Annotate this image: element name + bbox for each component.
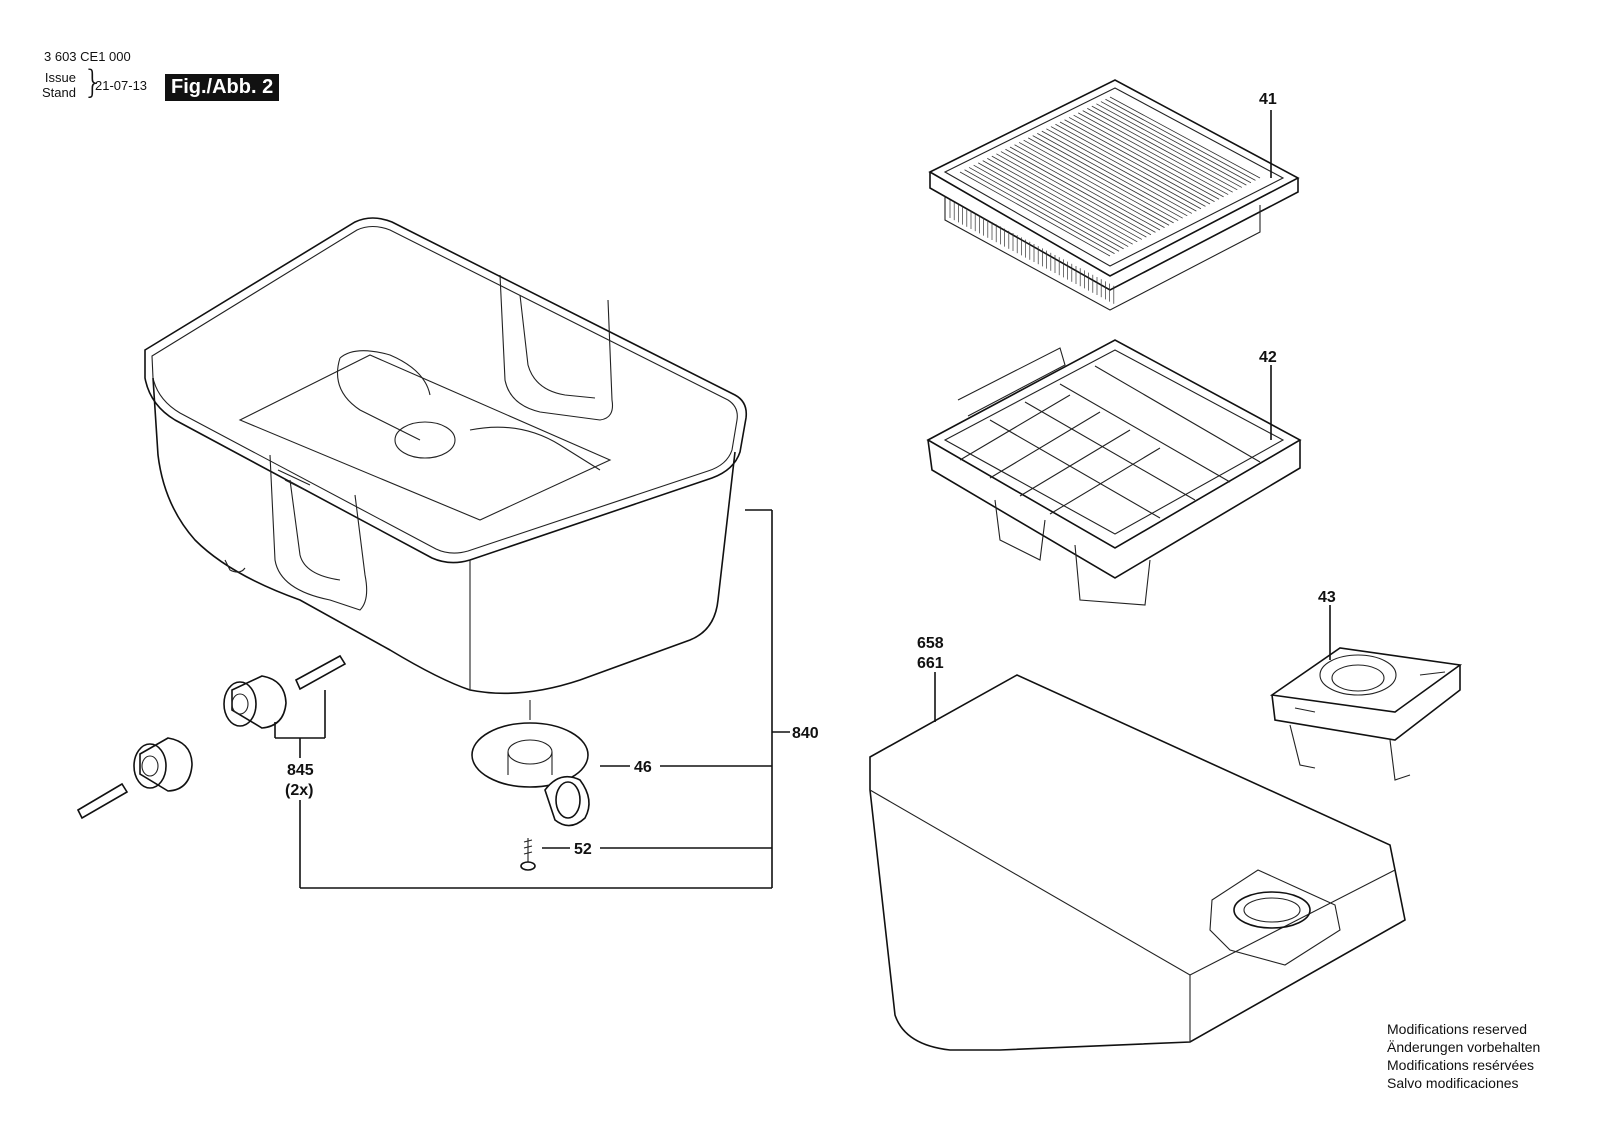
filter-pleat-line [1068,117,1220,200]
filter-pleat-line [1064,119,1215,202]
issue-label: Issue [44,70,76,85]
caster-wheel-part [471,700,590,827]
callout-43: 43 [1318,589,1336,606]
filter-pleat-line [1077,112,1229,195]
leader-lines [274,110,1331,889]
filter-pleat-line [1109,96,1261,179]
filter-pleat-line [1023,139,1174,224]
modifications-line-de: Änderungen vorbehalten [1387,1039,1541,1055]
filter-pleat-line [1041,130,1193,214]
filter-pleat-line [1050,126,1202,210]
filter-pleat-line [1055,123,1206,207]
filter-frame-part [926,339,1302,606]
modifications-line-en: Modifications reserved [1387,1021,1528,1037]
filter-pleat-line [959,171,1111,257]
filter-pleat-line [1082,110,1233,193]
filter-pleat-line [1087,108,1238,191]
filter-pleat-line [1046,128,1197,212]
dust-container-part [144,217,748,695]
filter-pleat-line [1018,142,1170,226]
modifications-line-es: Salvo modificaciones [1387,1075,1519,1091]
callout-46: 46 [634,759,652,776]
callout-661: 661 [917,655,944,672]
callout-658: 658 [917,635,944,652]
filter-pleat-line [1000,151,1152,236]
pleated-filter-part [928,79,1300,311]
filter-pleat-line [1037,133,1188,217]
filter-pleat-line [1091,105,1243,188]
filter-pleat-line [982,160,1133,245]
callout-845-quantity: (2x) [285,782,313,799]
filter-pleat-line [1073,114,1224,198]
filter-pleat-line [1009,146,1161,231]
filter-pleat-line [968,167,1120,252]
issue-date: 21-07-13 [95,78,148,93]
filter-pleat-line [987,158,1138,243]
modifications-notice: Modifications reserved Änderungen vorbeh… [1387,1020,1540,1092]
callout-42: 42 [1259,349,1277,366]
filter-pleat-line [964,169,1115,254]
filter-pleat-line [977,162,1129,247]
screw-part [520,838,536,871]
filter-pleat-line [1027,137,1179,221]
filter-pleat-line [1059,121,1211,205]
filter-pleat-line [1032,135,1183,219]
filter-pleat-line [1014,144,1165,228]
filter-pleat-line [1005,148,1156,233]
callout-845: 845 [287,762,314,779]
callout-840: 840 [792,725,819,742]
filter-pleat-line [973,164,1124,250]
wheel-part-lower [76,737,193,820]
callout-41: 41 [1259,91,1277,108]
filter-pleat-line [991,155,1143,240]
stand-label: Stand [42,85,76,100]
callout-52: 52 [574,841,592,858]
modifications-line-fr: Modifications resérvées [1387,1057,1535,1073]
filter-pleat-line [1105,98,1256,181]
filter-pleat-line [1100,101,1252,184]
dust-bag-part [869,674,1406,1051]
document-number: 3 603 CE1 000 [44,49,131,64]
wheel-part-upper [223,654,347,729]
brace-symbol: } [83,63,104,101]
filter-pleat-line [1096,103,1247,186]
filter-pleat-line [996,153,1147,238]
issue-stand-labels: Issue Stand [42,70,76,100]
adapter-part [1269,647,1463,781]
figure-label: Fig./Abb. 2 [165,74,280,101]
